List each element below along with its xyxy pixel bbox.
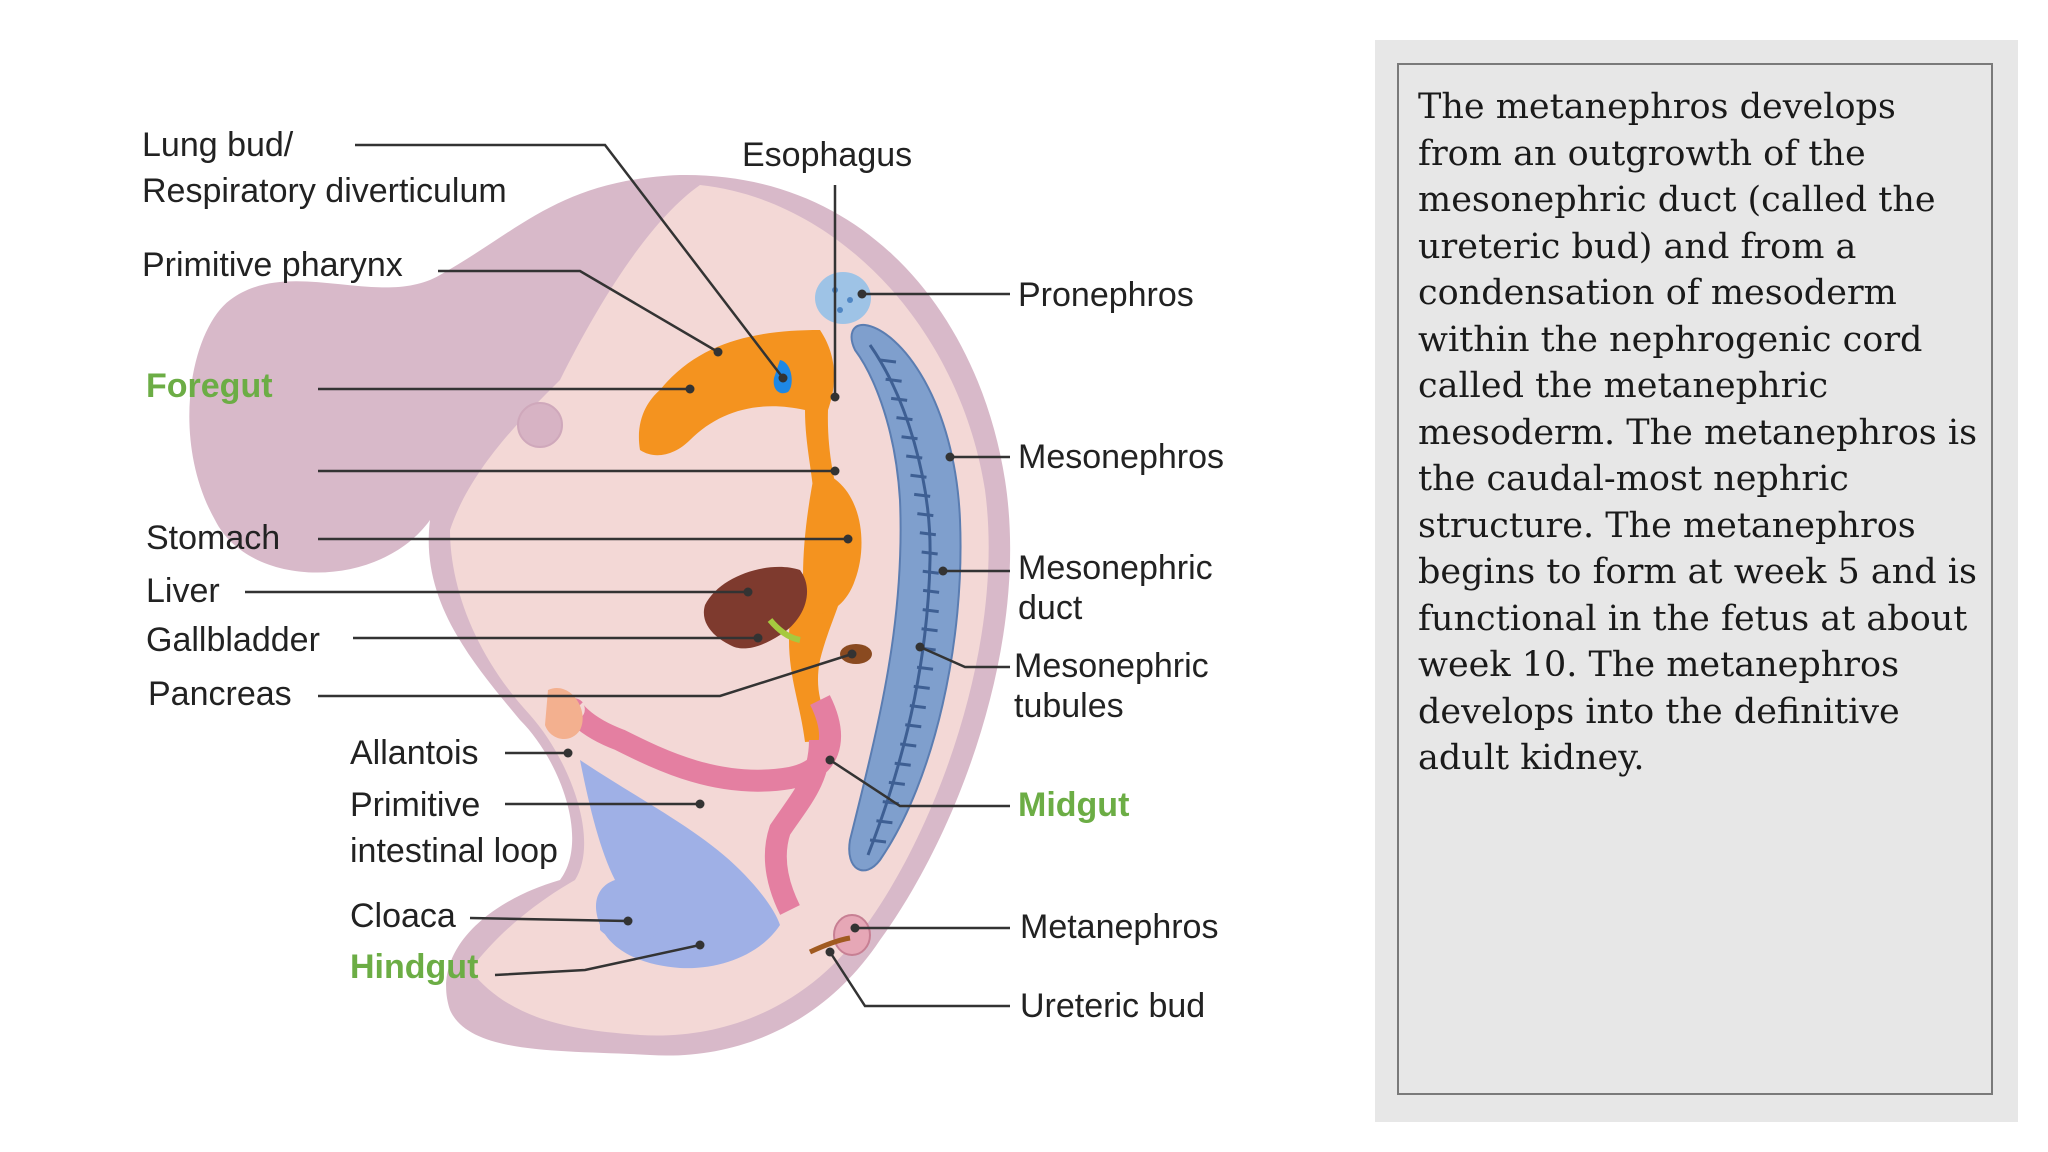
leader-ureteric-bud <box>828 951 1010 1008</box>
label-allantois: Allantois <box>350 734 479 772</box>
pronephros-dot <box>847 297 853 303</box>
leader-primitive-pharynx-dot <box>713 347 723 357</box>
allantois-shape <box>545 688 583 740</box>
label-mesonephric-duct-line2: duct <box>1018 589 1083 627</box>
label-mesonephric-tubules-line1: Mesonephric <box>1014 647 1209 685</box>
stomach-shape <box>803 470 862 614</box>
leader-hindgut-dot <box>695 940 705 950</box>
pronephros-dot <box>837 307 843 313</box>
label-mesonephric-tubules-line2: tubules <box>1014 687 1124 725</box>
label-lung-bud-line1: Lung bud/ <box>142 126 294 164</box>
mesonephric-tubule <box>916 665 934 671</box>
mesonephric-tubule <box>922 608 939 614</box>
mesonephric-tubule <box>869 838 887 844</box>
label-lung-bud-line2: Respiratory diverticulum <box>142 172 507 210</box>
label-lung-bud: Lung bud/ Respiratory diverticulum <box>142 122 507 214</box>
mesonephric-tubule <box>921 627 938 633</box>
leader-lung-bud-dot <box>778 373 788 383</box>
label-pancreas: Pancreas <box>148 675 292 713</box>
leader-midgut <box>829 758 1010 808</box>
label-stomach: Stomach <box>146 519 281 557</box>
label-primitive-intestinal-loop-line2: intestinal loop <box>350 832 558 870</box>
mesonephric-tubule <box>921 550 938 556</box>
label-liver: Liver <box>146 572 220 610</box>
mesonephros-shape <box>848 323 962 872</box>
pronephros-shape <box>815 272 871 324</box>
label-gallbladder: Gallbladder <box>146 621 320 659</box>
leader-primitive-pharynx <box>438 269 719 354</box>
embryo-diagram <box>189 143 1011 1056</box>
label-mesonephric-duct-line1: Mesonephric <box>1018 549 1213 587</box>
label-hindgut: Hindgut <box>350 948 479 986</box>
mesonephric-tubule <box>901 435 918 441</box>
mesonephric-duct-line <box>866 344 932 856</box>
leader-pancreas-dot <box>847 649 857 659</box>
mesonephric-tubule <box>879 358 897 364</box>
mesonephric-tubule <box>896 416 913 422</box>
mesonephric-tubule <box>913 492 931 498</box>
label-mesonephric-duct: Mesonephric duct <box>1018 548 1213 628</box>
mesonephric-tubule <box>905 723 922 729</box>
text-box <box>1397 63 1993 1095</box>
leader-lung-bud <box>355 143 784 379</box>
label-primitive-intestinal-loop-line1: Primitive <box>350 786 481 824</box>
leader-ureteric-bud-dot <box>825 947 835 957</box>
leader-stomach-dot <box>843 534 853 544</box>
label-mesonephros: Mesonephros <box>1018 438 1225 476</box>
label-pronephros: Pronephros <box>1018 276 1194 314</box>
leader-mesonephros-dot <box>945 452 955 462</box>
leader-liver-dot <box>743 587 753 597</box>
leader-foregut-dot <box>685 384 695 394</box>
mesonephric-tubule <box>917 512 934 518</box>
leader-esophagus-dot <box>830 392 840 402</box>
mesonephric-tubule <box>909 704 926 710</box>
leader-lines <box>245 143 1010 1008</box>
leader-gallbladder-dot <box>753 633 763 643</box>
label-metanephros: Metanephros <box>1020 908 1219 946</box>
midgut-loop <box>562 695 841 915</box>
label-foregut: Foregut <box>146 367 273 405</box>
label-cloaca: Cloaca <box>350 897 456 935</box>
leader-hindgut <box>494 943 701 977</box>
leader-mesonephric-tubules-dot <box>915 642 925 652</box>
label-primitive-intestinal-loop: Primitive intestinal loop <box>350 782 558 874</box>
gallbladder-duct <box>767 618 801 643</box>
label-mesonephric-tubules: Mesonephric tubules <box>1014 646 1209 726</box>
leader-pronephros-dot <box>857 289 867 299</box>
leader-mesonephric-tubules <box>919 645 1010 669</box>
description-text: The metanephros develops from an outgrow… <box>1418 87 1978 778</box>
leader-metanephros-dot <box>850 923 860 933</box>
leader-midgut-dot <box>825 755 835 765</box>
mesonephric-tubule <box>910 473 927 479</box>
mesonephric-tubule <box>919 531 937 537</box>
leader-mesonephric-duct-dot <box>938 566 948 576</box>
ureteric-bud-line <box>808 935 851 955</box>
label-ureteric-bud: Ureteric bud <box>1020 987 1206 1025</box>
label-midgut: Midgut <box>1018 786 1130 824</box>
mesonephric-tubule <box>894 761 911 767</box>
metanephros-shape <box>833 914 871 956</box>
label-esophagus: Esophagus <box>742 136 913 174</box>
optic-vesicle <box>517 402 563 448</box>
mesonephric-tubule <box>876 819 893 825</box>
mesonephric-tubule <box>888 780 906 786</box>
leader-primitive-intestinal-loop-dot <box>695 799 705 809</box>
mesonephric-tubule <box>885 377 902 383</box>
mesonephric-tubule <box>890 396 908 402</box>
label-primitive-pharynx: Primitive pharynx <box>142 246 403 284</box>
leader-pancreas <box>318 652 853 698</box>
text-panel <box>1375 40 2018 1122</box>
mesonephric-tubule <box>900 742 917 748</box>
mesonephric-tubule <box>922 569 939 575</box>
leader-blank-dot <box>830 466 840 476</box>
mesonephric-tubule <box>913 684 930 690</box>
leader-cloaca-dot <box>623 916 633 926</box>
mesonephric-tubule <box>922 588 940 594</box>
leader-allantois-dot <box>563 748 573 758</box>
mesonephric-tubule <box>906 454 923 460</box>
leader-cloaca <box>469 916 629 923</box>
